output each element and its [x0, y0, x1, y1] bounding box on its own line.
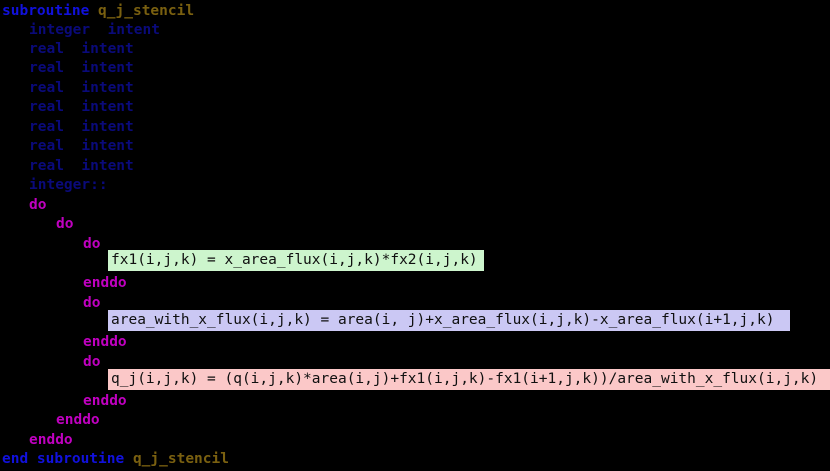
code-line[interactable]: real intent	[0, 118, 134, 138]
code-token: q_j_stencil	[98, 3, 195, 19]
code-line[interactable]: real intent	[0, 79, 134, 99]
code-token: real	[29, 41, 64, 57]
code-line[interactable]: subroutine q_j_stencil	[0, 2, 194, 22]
code-token: do	[29, 197, 47, 213]
code-line[interactable]: do	[0, 353, 100, 373]
code-line[interactable]: enddo	[0, 411, 100, 431]
code-token: intent	[107, 22, 160, 38]
code-token: real	[29, 158, 64, 174]
code-token: intent	[81, 41, 134, 57]
code-line[interactable]: real intent	[0, 59, 134, 79]
code-line[interactable]: end subroutine q_j_stencil	[0, 450, 229, 470]
code-line[interactable]: real intent	[0, 98, 134, 118]
code-token	[64, 158, 81, 174]
code-token: enddo	[83, 393, 127, 409]
code-line[interactable]: real intent	[0, 40, 134, 60]
code-line[interactable]: enddo	[0, 392, 127, 412]
code-line[interactable]: enddo	[0, 333, 127, 353]
code-token	[64, 80, 81, 96]
code-line[interactable]: real intent	[0, 137, 134, 157]
code-line[interactable]: enddo	[0, 431, 73, 451]
code-token: intent	[81, 158, 134, 174]
code-token: real	[29, 119, 64, 135]
code-line[interactable]: integer::	[0, 176, 108, 196]
highlighted-statement-area-with-x-flux-assignment[interactable]: area_with_x_flux(i,j,k) = area(i, j)+x_a…	[108, 310, 790, 331]
code-line[interactable]: do	[0, 294, 100, 314]
code-token	[90, 22, 107, 38]
code-token: intent	[81, 138, 134, 154]
code-token: do	[83, 354, 101, 370]
code-token: do	[83, 295, 101, 311]
code-token: intent	[81, 119, 134, 135]
code-token: enddo	[29, 432, 73, 448]
code-token: enddo	[83, 275, 127, 291]
code-token: subroutine	[2, 3, 90, 19]
code-line[interactable]: enddo	[0, 274, 127, 294]
code-line[interactable]: do	[0, 215, 73, 235]
code-token	[64, 99, 81, 115]
code-token: real	[29, 138, 64, 154]
code-token: real	[29, 60, 64, 76]
code-token: end subroutine	[2, 451, 125, 467]
code-token: intent	[81, 99, 134, 115]
code-line[interactable]: integer intent	[0, 21, 160, 41]
code-token: do	[83, 236, 101, 252]
code-token: enddo	[56, 412, 100, 428]
code-token: real	[29, 80, 64, 96]
code-token: enddo	[83, 334, 127, 350]
code-token: do	[56, 216, 74, 232]
code-token	[89, 3, 98, 19]
code-token: q_j_stencil	[132, 451, 229, 467]
code-line[interactable]: real intent	[0, 157, 134, 177]
highlighted-statement-q-j-assignment[interactable]: q_j(i,j,k) = (q(i,j,k)*area(i,j)+fx1(i,j…	[108, 369, 830, 390]
code-token: integer	[29, 22, 91, 38]
code-line[interactable]: do	[0, 196, 46, 216]
code-token	[64, 60, 81, 76]
code-token: intent	[81, 60, 134, 76]
code-token	[124, 451, 133, 467]
code-token	[64, 138, 81, 154]
code-line[interactable]: do	[0, 235, 100, 255]
code-token: real	[29, 99, 64, 115]
code-token	[64, 119, 81, 135]
code-token: intent	[81, 80, 134, 96]
highlighted-statement-fx1-assignment[interactable]: fx1(i,j,k) = x_area_flux(i,j,k)*fx2(i,j,…	[108, 250, 484, 271]
code-token: integer::	[29, 177, 108, 193]
code-token	[64, 41, 81, 57]
